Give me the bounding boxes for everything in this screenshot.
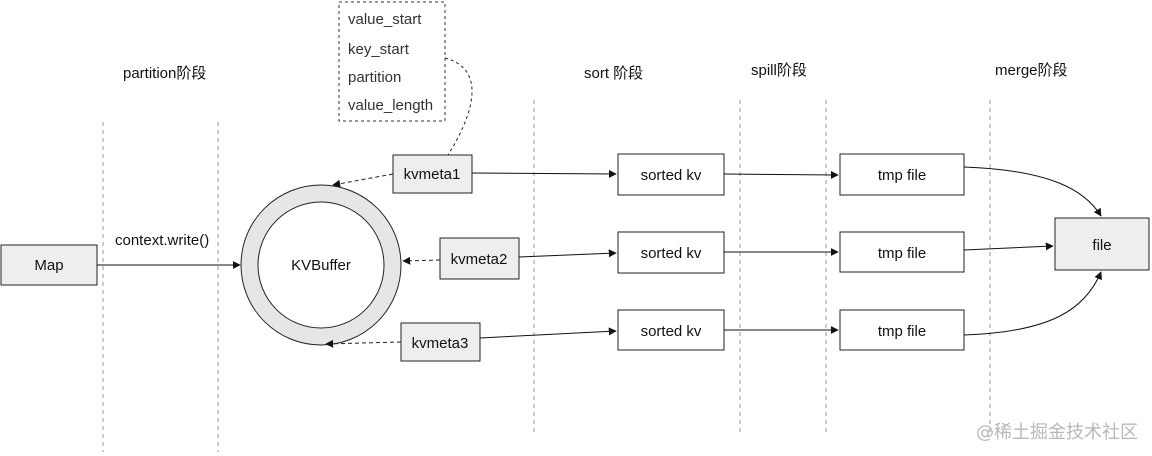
kvmeta-label: kvmeta1 xyxy=(404,166,461,183)
watermark: @稀土掘金技术社区 xyxy=(976,422,1138,443)
merge-arrow xyxy=(963,166,1102,217)
sorted-label: sorted kv xyxy=(641,245,702,262)
meta-connector xyxy=(444,57,473,156)
phase-label-sort: sort 阶段 xyxy=(584,65,643,82)
meta-field-value-start: value_start xyxy=(348,11,422,28)
merge-arrow xyxy=(963,271,1102,336)
kvbuffer-node: KVBuffer xyxy=(240,184,402,346)
flow-arrow xyxy=(518,249,617,258)
meta-field-key-start: key_start xyxy=(348,41,410,58)
flow-arrows xyxy=(471,166,1102,339)
meta-fields-border xyxy=(338,1,446,122)
tmp-label: tmp file xyxy=(878,167,926,184)
sorted-box xyxy=(617,309,725,351)
tmp-box xyxy=(839,309,965,351)
sorted-box xyxy=(617,153,725,196)
meta-fields-box: value_start key_start partition value_le… xyxy=(338,1,446,122)
kvmeta-link xyxy=(402,256,441,265)
meta-field-value-length: value_length xyxy=(348,97,433,114)
tmp-box xyxy=(839,153,965,196)
tmp-label: tmp file xyxy=(878,323,926,340)
map-label: Map xyxy=(34,257,63,274)
tmp-node-2: tmp file xyxy=(839,231,965,273)
kvmeta-node-3: kvmeta3 xyxy=(400,322,481,362)
kvbuffer-hole xyxy=(257,201,385,329)
merge-arrow xyxy=(963,242,1054,251)
phase-label-partition: partition阶段 xyxy=(123,65,206,82)
flow-arrow xyxy=(479,327,617,339)
kvmeta-link xyxy=(332,173,394,188)
kvmeta-box xyxy=(392,154,473,194)
kvmeta-label: kvmeta2 xyxy=(451,251,508,268)
kvmeta-links xyxy=(325,173,441,348)
meta-field-partition: partition xyxy=(348,69,401,86)
file-box xyxy=(1054,217,1150,271)
tmp-node-3: tmp file xyxy=(839,309,965,351)
sorted-box xyxy=(617,231,725,274)
phase-label-spill: spill阶段 xyxy=(751,62,807,79)
flow-arrow xyxy=(723,170,839,179)
map-box xyxy=(0,244,98,286)
kvmeta-link xyxy=(325,339,402,348)
sorted-node-2: sorted kv xyxy=(617,231,725,274)
sorted-label: sorted kv xyxy=(641,323,702,340)
phase-dividers xyxy=(102,100,991,452)
phase-label-merge: merge阶段 xyxy=(995,62,1068,79)
kvbuffer-label: KVBuffer xyxy=(291,257,351,274)
map-node: Map xyxy=(0,244,98,286)
file-label: file xyxy=(1092,237,1111,254)
kvmeta-label: kvmeta3 xyxy=(412,335,469,352)
tmp-node-1: tmp file xyxy=(839,153,965,196)
sorted-node-1: sorted kv xyxy=(617,153,725,196)
kvmeta-box xyxy=(439,237,520,280)
kvmeta-node-2: kvmeta2 xyxy=(439,237,520,280)
write-call-label: context.write() xyxy=(115,232,209,249)
kvmeta-box xyxy=(400,322,481,362)
tmp-label: tmp file xyxy=(878,245,926,262)
flow-arrow xyxy=(471,169,617,178)
sorted-label: sorted kv xyxy=(641,167,702,184)
sorted-node-3: sorted kv xyxy=(617,309,725,351)
file-node: file xyxy=(1054,217,1150,271)
tmp-box xyxy=(839,231,965,273)
kvmeta-node-1: kvmeta1 xyxy=(392,154,473,194)
